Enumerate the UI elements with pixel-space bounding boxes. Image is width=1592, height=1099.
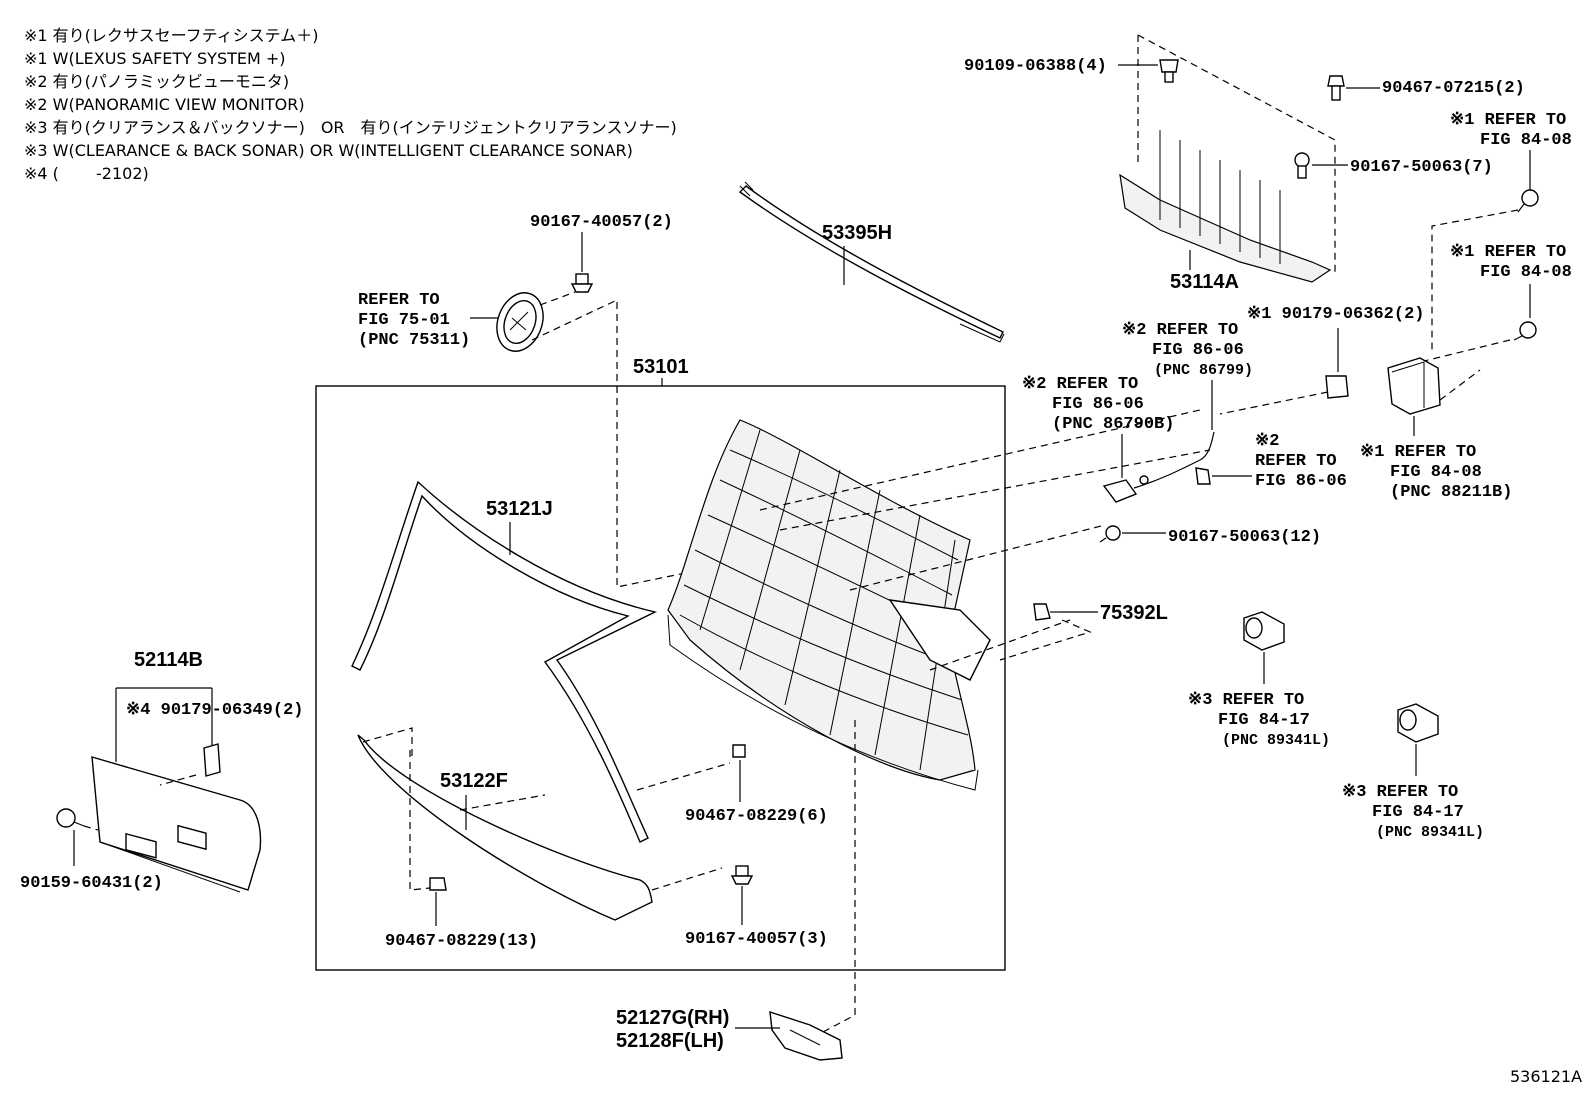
label-90167-50063-12: 90167-50063(12)	[1168, 528, 1321, 547]
label-ref1a-2: FIG 84-08	[1480, 131, 1572, 150]
bolt-90167-40057-top	[570, 273, 594, 293]
license-bracket-52114b	[91, 756, 262, 893]
radiator-grille	[667, 419, 991, 791]
sonar-sensor-89341l-b	[1397, 703, 1439, 743]
clip-90467-08229-6	[732, 744, 746, 758]
label-ref1a-1: ※1 REFER TO	[1450, 111, 1566, 130]
label-ref3a-2: FIG 84-17	[1218, 711, 1310, 730]
label-53101: 53101	[633, 356, 689, 378]
clip-75392l	[1033, 603, 1060, 621]
note-2-en: ※2 W(PANORAMIC VIEW MONITOR)	[24, 95, 305, 114]
label-90167-40057-2: 90167-40057(2)	[530, 213, 673, 232]
label-ref3a-1: ※3 REFER TO	[1188, 691, 1304, 710]
radar-sensor-88211b	[1387, 357, 1441, 415]
label-ref2a-3: (PNC 86799)	[1154, 362, 1253, 379]
clip-90179-06349	[203, 743, 221, 777]
label-ref3a-3: (PNC 89341L)	[1222, 732, 1330, 749]
label-90159-60431: 90159-60431(2)	[20, 874, 163, 893]
note-1-jp: ※1 有り(レクサスセーフティシステム＋)	[24, 26, 318, 45]
label-90109-06388: 90109-06388(4)	[964, 57, 1107, 76]
label-90167-40057-3: 90167-40057(3)	[685, 930, 828, 949]
label-ref1c-1: ※1 REFER TO	[1360, 443, 1476, 462]
label-ref2b-3: (PNC 86790B)	[1052, 415, 1174, 434]
label-52114B: 52114B	[134, 649, 203, 671]
label-ref2c-1: ※2	[1255, 432, 1279, 451]
clip-90179-06362	[1325, 375, 1349, 399]
label-ref1c-3: (PNC 88211B)	[1390, 483, 1512, 502]
label-ref75-1: REFER TO	[358, 291, 440, 310]
label-ref1c-2: FIG 84-08	[1390, 463, 1482, 482]
note-3-en: ※3 W(CLEARANCE & BACK SONAR) OR W(INTELL…	[24, 141, 633, 160]
label-75392L: 75392L	[1100, 602, 1168, 624]
bolt-90159-60431	[56, 808, 85, 828]
label-ref3b-2: FIG 84-17	[1372, 803, 1464, 822]
label-ref2a-1: ※2 REFER TO	[1122, 321, 1238, 340]
label-ref2c-2: REFER TO	[1255, 452, 1337, 471]
label-53395H: 53395H	[822, 222, 892, 244]
emblem-part	[496, 292, 544, 352]
label-53122F: 53122F	[440, 770, 508, 792]
bolt-90167-40057-bottom	[730, 865, 754, 885]
support-53114a	[1119, 130, 1332, 283]
label-90467-08229-13: 90467-08229(13)	[385, 932, 538, 951]
grille-surround-53121j	[351, 480, 658, 843]
label-ref1b-1: ※1 REFER TO	[1450, 243, 1566, 262]
label-ref75-2: FIG 75-01	[358, 311, 450, 330]
sonar-sensor-89341l-a	[1243, 611, 1285, 651]
clip-90467-08229-13	[429, 877, 447, 891]
bolt-ref1b	[1513, 321, 1537, 341]
connector-ref2c	[1195, 467, 1211, 485]
note-2-jp: ※2 有り(パノラミックビューモニタ)	[24, 72, 289, 91]
label-90467-08229-6: 90467-08229(6)	[685, 807, 828, 826]
camera-86790b	[1102, 431, 1215, 503]
note-3-jp: ※3 有り(クリアランス＆バックソナー) OR 有り(インテリジェントクリアラン…	[24, 118, 677, 137]
label-90167-50063-7: 90167-50063(7)	[1350, 158, 1493, 177]
note-1-en: ※1 W(LEXUS SAFETY SYSTEM +)	[24, 49, 286, 68]
label-52128F: 52128F(LH)	[616, 1030, 724, 1052]
label-53114A: 53114A	[1170, 271, 1239, 293]
label-90179-06349: ※4 90179-06349(2)	[126, 701, 303, 720]
label-52127G: 52127G(RH)	[616, 1007, 729, 1029]
bracket-52127g-52128f	[769, 1010, 843, 1061]
label-ref3b-1: ※3 REFER TO	[1342, 783, 1458, 802]
clip-90109-06388	[1159, 59, 1179, 83]
label-53121J: 53121J	[486, 498, 553, 520]
assembly-box-53101	[315, 385, 1006, 971]
label-ref1b-2: FIG 84-08	[1480, 263, 1572, 282]
label-ref2a-2: FIG 86-06	[1152, 341, 1244, 360]
bolt-ref1a	[1517, 189, 1539, 213]
label-ref75-3: (PNC 75311)	[358, 331, 470, 350]
note-4: ※4 ( -2102)	[24, 164, 149, 183]
label-ref2b-2: FIG 86-06	[1052, 395, 1144, 414]
bolt-90167-50063-12	[1099, 525, 1121, 543]
bolt-90167-50063-7	[1294, 152, 1310, 179]
figure-id: 536121A	[1510, 1067, 1582, 1086]
molding-53395h	[738, 181, 1005, 343]
bolt-90467-07215	[1327, 75, 1345, 101]
label-ref3b-3: (PNC 89341L)	[1376, 824, 1484, 841]
label-ref2c-3: FIG 86-06	[1255, 472, 1347, 491]
label-90467-07215: 90467-07215(2)	[1382, 79, 1525, 98]
label-ref2b-1: ※2 REFER TO	[1022, 375, 1138, 394]
lower-molding-53122f	[357, 734, 653, 921]
notes-block: ※1 有り(レクサスセーフティシステム＋) ※1 W(LEXUS SAFETY …	[24, 26, 677, 183]
label-90179-06362: ※1 90179-06362(2)	[1247, 305, 1424, 324]
